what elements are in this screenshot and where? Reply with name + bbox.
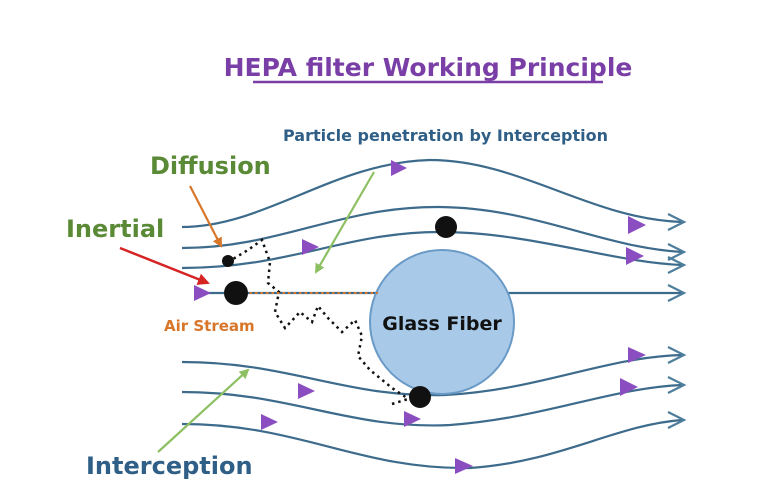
intercepted-particle-top — [435, 216, 457, 238]
inertial-particle — [224, 281, 248, 305]
flow-arrowhead — [302, 239, 319, 255]
diffusion-label: Diffusion — [150, 152, 271, 180]
streamline-7 — [181, 418, 683, 470]
penetration-label: Particle penetration by Interception — [283, 126, 608, 145]
diagram-title: HEPA filter Working Principle — [224, 53, 633, 82]
diffusion-random-walk — [227, 238, 408, 400]
diffusion-particle — [222, 255, 234, 267]
streamline-6 — [181, 383, 683, 427]
end-arrowhead — [667, 256, 687, 274]
flow-arrowheads — [194, 160, 646, 474]
interception-label: Interception — [86, 452, 253, 480]
glass-fiber-label: Glass Fiber — [382, 313, 502, 335]
flow-arrowhead — [455, 458, 473, 474]
end-arrowhead — [667, 376, 687, 394]
flow-arrowhead — [404, 411, 421, 427]
inertial-label: Inertial — [66, 215, 164, 243]
flow-arrowhead — [628, 347, 646, 363]
glass-fiber — [369, 249, 515, 395]
inertial-pointer — [119, 246, 210, 285]
penetration-pointer — [314, 171, 375, 274]
streamline-1 — [181, 158, 683, 229]
flow-arrowhead — [628, 216, 646, 234]
end-arrowheads — [667, 213, 687, 429]
flow-arrowhead — [626, 247, 644, 265]
flow-arrowhead — [298, 383, 315, 399]
streamline-5 — [181, 353, 683, 397]
flow-arrowhead — [261, 414, 278, 430]
interception-pointer — [157, 368, 250, 453]
end-arrowhead — [667, 284, 687, 302]
diffusion-pointer — [189, 185, 222, 248]
end-arrowhead — [667, 411, 687, 429]
flow-arrowhead — [194, 285, 211, 301]
interception-dots — [391, 397, 409, 406]
end-arrowhead — [667, 213, 687, 231]
end-arrowhead — [667, 243, 687, 261]
air-stream-label: Air Stream — [164, 317, 255, 335]
intercepted-particle-bottom — [409, 386, 431, 408]
streamline-2 — [181, 205, 683, 254]
flow-arrowhead — [391, 160, 407, 176]
flow-arrowhead — [620, 378, 638, 396]
end-arrowhead — [667, 346, 687, 364]
